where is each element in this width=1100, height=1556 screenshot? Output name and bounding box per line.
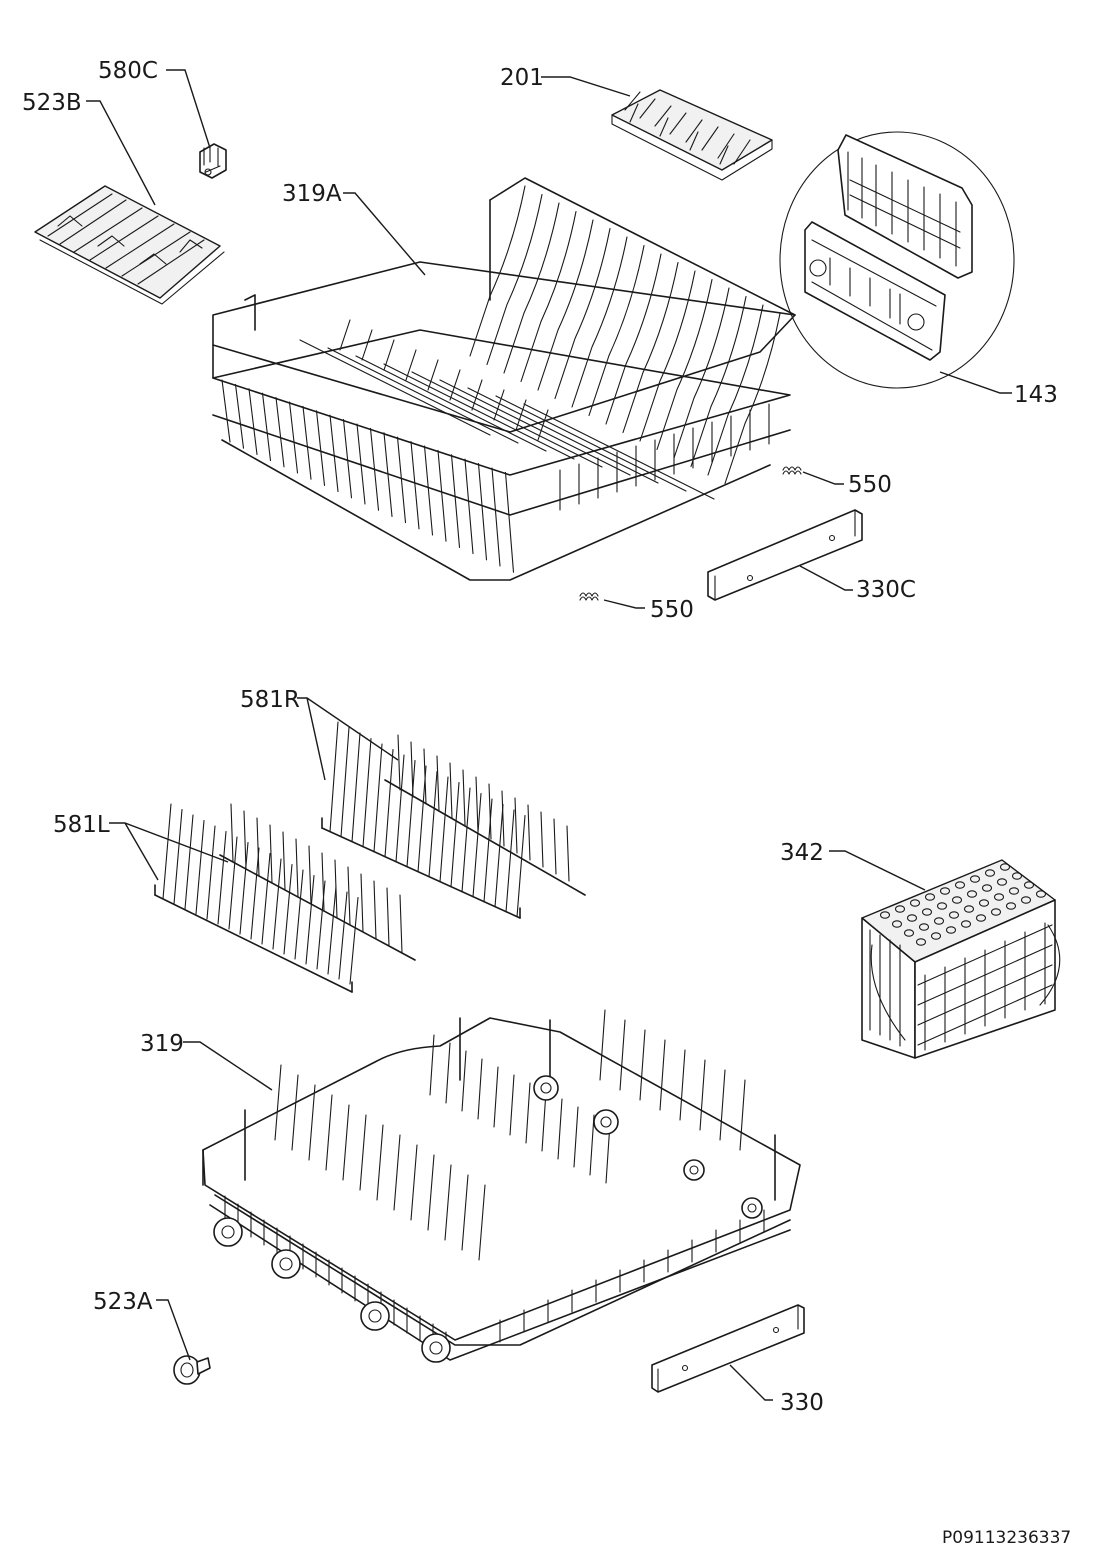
label-523B: 523B — [22, 90, 82, 116]
part-550-clip-upper — [782, 466, 802, 475]
callout-labels: 580C 523B 201 319A 143 550 550 330C 581R… — [22, 58, 1058, 1416]
part-201-tine-insert — [611, 89, 773, 181]
part-581L-tine-rack — [154, 803, 416, 993]
wheel-3 — [360, 1301, 390, 1331]
part-342-cutlery-basket — [861, 859, 1061, 1059]
part-330-rail — [651, 1304, 805, 1393]
label-523A: 523A — [93, 1289, 153, 1315]
part-143-detail — [779, 131, 1015, 389]
label-342: 342 — [780, 840, 824, 866]
part-523A-wheel — [173, 1355, 211, 1385]
part-550-clip-lower — [579, 592, 599, 601]
label-330: 330 — [780, 1390, 824, 1416]
wheel-7 — [683, 1159, 705, 1181]
wheel-5 — [533, 1075, 559, 1101]
part-580C-clip — [199, 143, 227, 179]
leader-lines — [86, 69, 1012, 1401]
part-319A-upper-basket — [212, 177, 796, 581]
label-581L: 581L — [53, 812, 110, 838]
label-580C: 580C — [98, 58, 158, 84]
label-581R: 581R — [240, 687, 300, 713]
label-550-lower: 550 — [650, 597, 694, 623]
wheel-8 — [741, 1197, 763, 1219]
wheel-6 — [593, 1109, 619, 1135]
part-581R-tine-rack — [321, 721, 586, 919]
part-330C-rail — [707, 509, 863, 601]
label-143: 143 — [1014, 382, 1058, 408]
wheel-2 — [271, 1249, 301, 1279]
part-319-lower-basket — [202, 1009, 801, 1363]
label-550-upper: 550 — [848, 472, 892, 498]
label-201: 201 — [500, 65, 544, 91]
label-319A: 319A — [282, 181, 342, 207]
wheel-4 — [421, 1333, 451, 1363]
label-330C: 330C — [856, 577, 916, 603]
document-id: P09113236337 — [942, 1528, 1071, 1548]
label-319: 319 — [140, 1031, 184, 1057]
part-523B-shelf — [34, 185, 225, 305]
wheel-1 — [213, 1217, 243, 1247]
